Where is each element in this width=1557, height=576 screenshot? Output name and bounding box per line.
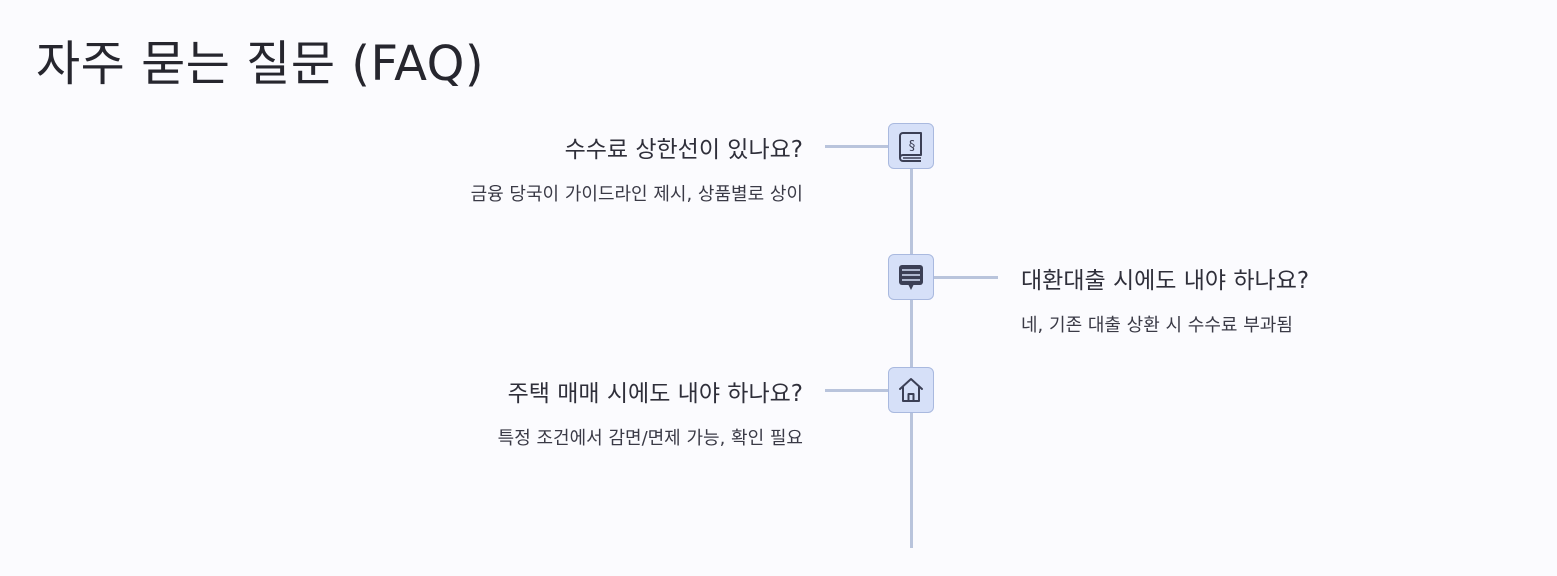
home-icon <box>896 375 926 405</box>
svg-text:§: § <box>909 139 916 154</box>
law-book-icon: § <box>896 130 926 162</box>
connector-2 <box>934 276 998 279</box>
faq-node-2 <box>888 254 934 300</box>
message-icon <box>896 261 926 293</box>
faq-answer-2: 네, 기존 대출 상환 시 수수료 부과됨 <box>1021 315 1293 336</box>
faq-answer-3: 특정 조건에서 감면/면제 가능, 확인 필요 <box>497 428 803 449</box>
faq-question-1: 수수료 상한선이 있나요? <box>564 137 803 163</box>
faq-question-3: 주택 매매 시에도 내야 하나요? <box>507 381 803 407</box>
faq-question-2: 대환대출 시에도 내야 하나요? <box>1021 268 1310 294</box>
faq-answer-1: 금융 당국이 가이드라인 제시, 상품별로 상이 <box>470 184 803 205</box>
faq-node-3 <box>888 367 934 413</box>
connector-1 <box>825 145 888 148</box>
faq-node-1: § <box>888 123 934 169</box>
page-title: 자주 묻는 질문 (FAQ) <box>36 36 485 92</box>
timeline-line <box>910 146 913 548</box>
connector-3 <box>825 389 888 392</box>
